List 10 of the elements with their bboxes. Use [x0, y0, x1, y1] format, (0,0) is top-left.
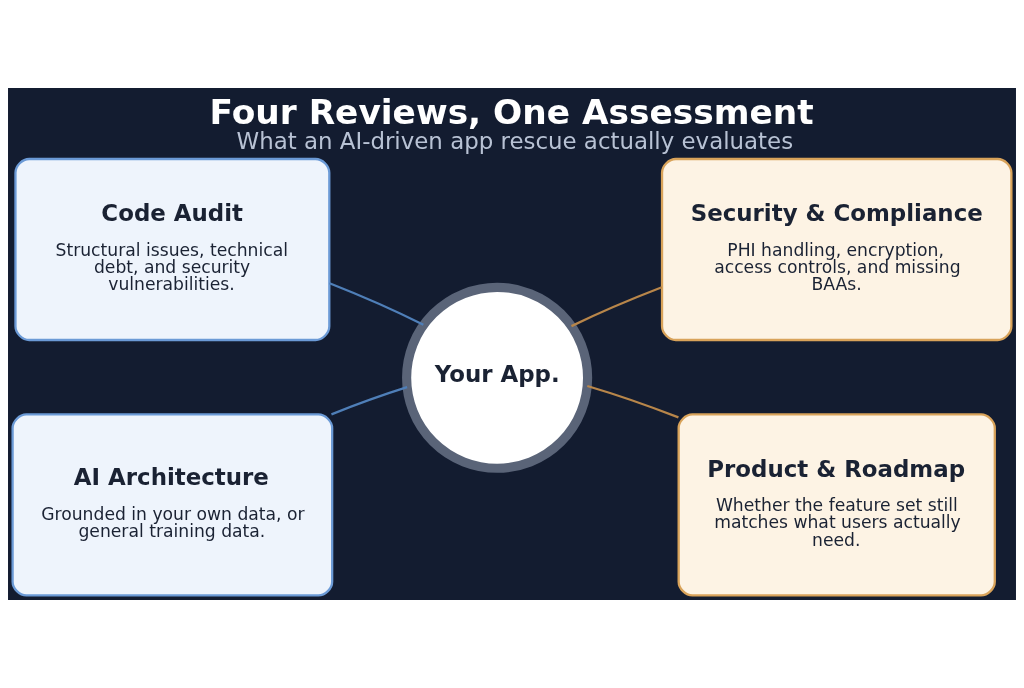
node-box: AI Architecture Grounded in your own data, or general training data. [11, 413, 334, 597]
connector [329, 282, 424, 326]
node-box: Code Audit Structural issues, technical debt, and security vulnerabilities. [14, 157, 331, 342]
connector [331, 386, 408, 416]
node-box: Product & Roadmap Whether the feature set still matches what users actually need. [677, 413, 996, 597]
diagram-title: Four Reviews, One Assessment [209, 91, 814, 132]
connector [587, 384, 679, 419]
node-box: Security & Compliance PHI handling, encryption, access controls, and missing BAAs. [660, 157, 1013, 342]
connector [570, 286, 663, 328]
node-circle: Your App. [402, 282, 593, 473]
